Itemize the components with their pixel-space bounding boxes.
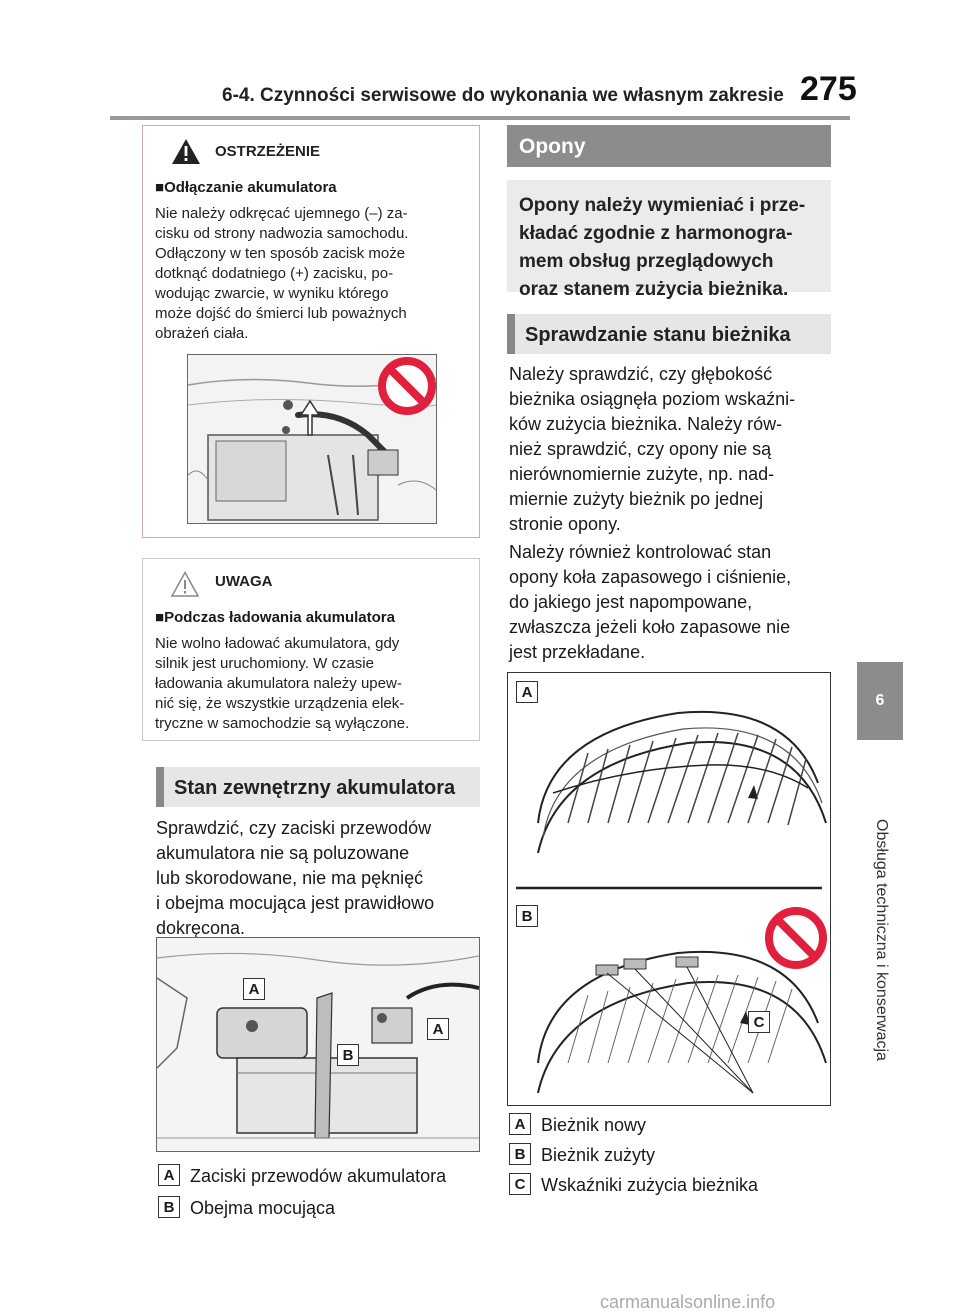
battery-clamps-figure: A A B — [156, 937, 480, 1152]
text-line: mem obsług przeglądowych — [519, 251, 774, 272]
text-line: ków zużycia bieżnika. Należy rów- — [509, 414, 783, 434]
legend-letter-c: C — [509, 1173, 531, 1195]
section-title: 6-4. Czynności serwisowe do wykonania we… — [222, 85, 784, 106]
text-line: opony koła zapasowego i ciśnienie, — [509, 567, 792, 587]
figure-label-a-right: A — [427, 1018, 449, 1040]
prohibited-icon — [378, 357, 436, 415]
legend-letter-a: A — [509, 1113, 531, 1135]
text-line: cisku od strony nadwozia samochodu. — [155, 225, 409, 242]
figure-label-a: A — [516, 681, 538, 703]
text-line: tryczne w samochodzie są wyłączone. — [155, 715, 410, 732]
legend-letter-b: B — [509, 1143, 531, 1165]
text-line: Odłączony w ten sposób zacisk może — [155, 245, 406, 262]
chapter-side-title-text: Obsługa techniczna i konserwacja — [873, 819, 890, 1061]
warning-subheading-row: ■Odłączanie akumulatora — [155, 179, 337, 196]
text-line: może dojść do śmierci lub poważnych — [155, 305, 407, 322]
tread-section-heading-text: Sprawdzanie stanu bieżnika — [525, 324, 791, 346]
text-line: silnik jest uruchomiony. W czasie — [155, 655, 374, 672]
tread-section-heading: Sprawdzanie stanu bieżnika — [507, 314, 831, 354]
text-line: nierównomiernie zużyte, np. nad- — [509, 464, 775, 484]
text-line: Należy sprawdzić, czy głębokość — [509, 364, 773, 384]
text-line: dokręcona. — [156, 918, 246, 938]
battery-section-heading: Stan zewnętrzny akumulatora — [156, 767, 480, 807]
page-number: 275 — [800, 70, 857, 108]
text-line: jest przekładane. — [509, 642, 646, 662]
chapter-tab: 6 — [857, 662, 903, 740]
legend-letter-a: A — [158, 1164, 180, 1186]
legend-text-b: Bieżnik zużyty — [541, 1145, 656, 1165]
figure-label-c: C — [748, 1011, 770, 1033]
battery-section-text: Sprawdzić, czy zaciski przewodów akumula… — [156, 816, 480, 941]
text-line: stronie opony. — [509, 514, 621, 534]
tread-paragraph-1: Należy sprawdzić, czy głębokość bieżnika… — [509, 362, 839, 537]
tires-band: Opony — [507, 125, 831, 167]
caution-subheading: Podczas ładowania akumulatora — [164, 609, 395, 626]
figure-label-b: B — [337, 1044, 359, 1066]
figure-label-a: A — [243, 978, 265, 1000]
text-line: nić się, że wszystkie urządzenia elek- — [155, 695, 405, 712]
text-line: do jakiego jest napompowane, — [509, 592, 753, 612]
battery-section-heading-text: Stan zewnętrzny akumulatora — [174, 777, 456, 799]
caution-subheading-row: ■Podczas ładowania akumulatora — [155, 609, 395, 626]
tread-paragraph-2: Należy również kontrolować stan opony ko… — [509, 540, 839, 665]
caution-text: Nie wolno ładować akumulatora, gdy silni… — [155, 634, 475, 734]
worn-tire-drawing — [537, 950, 827, 1094]
warning-text: Nie należy odkręcać ujemnego (–) za- cis… — [155, 204, 475, 344]
warning-heading: OSTRZEŻENIE — [215, 143, 321, 160]
text-line: akumulatora nie są poluzowane — [156, 843, 410, 863]
battery-clamps-illustration — [157, 938, 479, 1151]
text-line: nież sprawdzić, czy opony nie są — [509, 439, 772, 459]
text-line: ładowania akumulatora należy upew- — [155, 675, 402, 692]
legend-text-a: Zaciski przewodów akumulatora — [190, 1166, 447, 1186]
legend-text-a: Bieżnik nowy — [541, 1115, 647, 1135]
caution-box: UWAGA ■Podczas ładowania akumulatora Nie… — [142, 558, 480, 741]
chapter-side-title: Obsługa techniczna i konserwacja — [866, 760, 896, 1120]
figure-label-b: B — [516, 905, 538, 927]
caution-triangle-icon — [171, 571, 199, 597]
new-tire-drawing — [537, 710, 827, 854]
text-line: wodując zwarcie, w wyniku którego — [155, 285, 389, 302]
text-line: Sprawdzić, czy zaciski przewodów — [156, 818, 432, 838]
tire-tread-figure: A B C — [507, 672, 831, 1106]
tires-intro-box: Opony należy wymieniać i prze- kładać zg… — [507, 180, 831, 300]
text-line: zwłaszcza jeżeli koło zapasowe nie — [509, 617, 791, 637]
battery-disconnect-figure — [187, 354, 437, 524]
text-line: Opony należy wymieniać i prze- — [519, 195, 806, 216]
legend-letter-b: B — [158, 1196, 180, 1218]
text-line: bieżnika osiągnęła poziom wskaźni- — [509, 389, 796, 409]
prohibited-icon — [765, 907, 827, 969]
text-line: miernie zużyty bieżnik po jednej — [509, 489, 764, 509]
text-line: obrażeń ciała. — [155, 325, 249, 342]
warning-subheading: Odłączanie akumulatora — [164, 179, 337, 196]
tires-band-text: Opony — [519, 135, 586, 158]
warning-box: OSTRZEŻENIE ■Odłączanie akumulatora Nie … — [142, 125, 480, 538]
watermark: carmanualsonline.info — [600, 1292, 776, 1312]
square-bullet-icon: ■ — [155, 609, 165, 626]
text-line: kładać zgodnie z harmonogra- — [519, 223, 793, 244]
warning-triangle-icon — [172, 139, 200, 164]
text-line: Należy również kontrolować stan — [509, 542, 772, 562]
tire-tread-illustration — [516, 710, 827, 1094]
header-divider — [110, 116, 850, 120]
text-line: dotknąć dodatniego (+) zacisku, po- — [155, 265, 394, 282]
text-line: Nie wolno ładować akumulatora, gdy — [155, 635, 400, 652]
text-line: i obejma mocująca jest prawidłowo — [156, 893, 435, 913]
caution-heading: UWAGA — [215, 573, 273, 590]
text-line: Nie należy odkręcać ujemnego (–) za- — [155, 205, 408, 222]
text-line: lub skorodowane, nie ma pęknięć — [156, 868, 424, 888]
legend-text-b: Obejma mocująca — [190, 1198, 336, 1218]
square-bullet-icon: ■ — [155, 179, 165, 196]
text-line: oraz stanem zużycia bieżnika. — [519, 279, 789, 300]
legend-text-c: Wskaźniki zużycia bieżnika — [541, 1175, 759, 1195]
